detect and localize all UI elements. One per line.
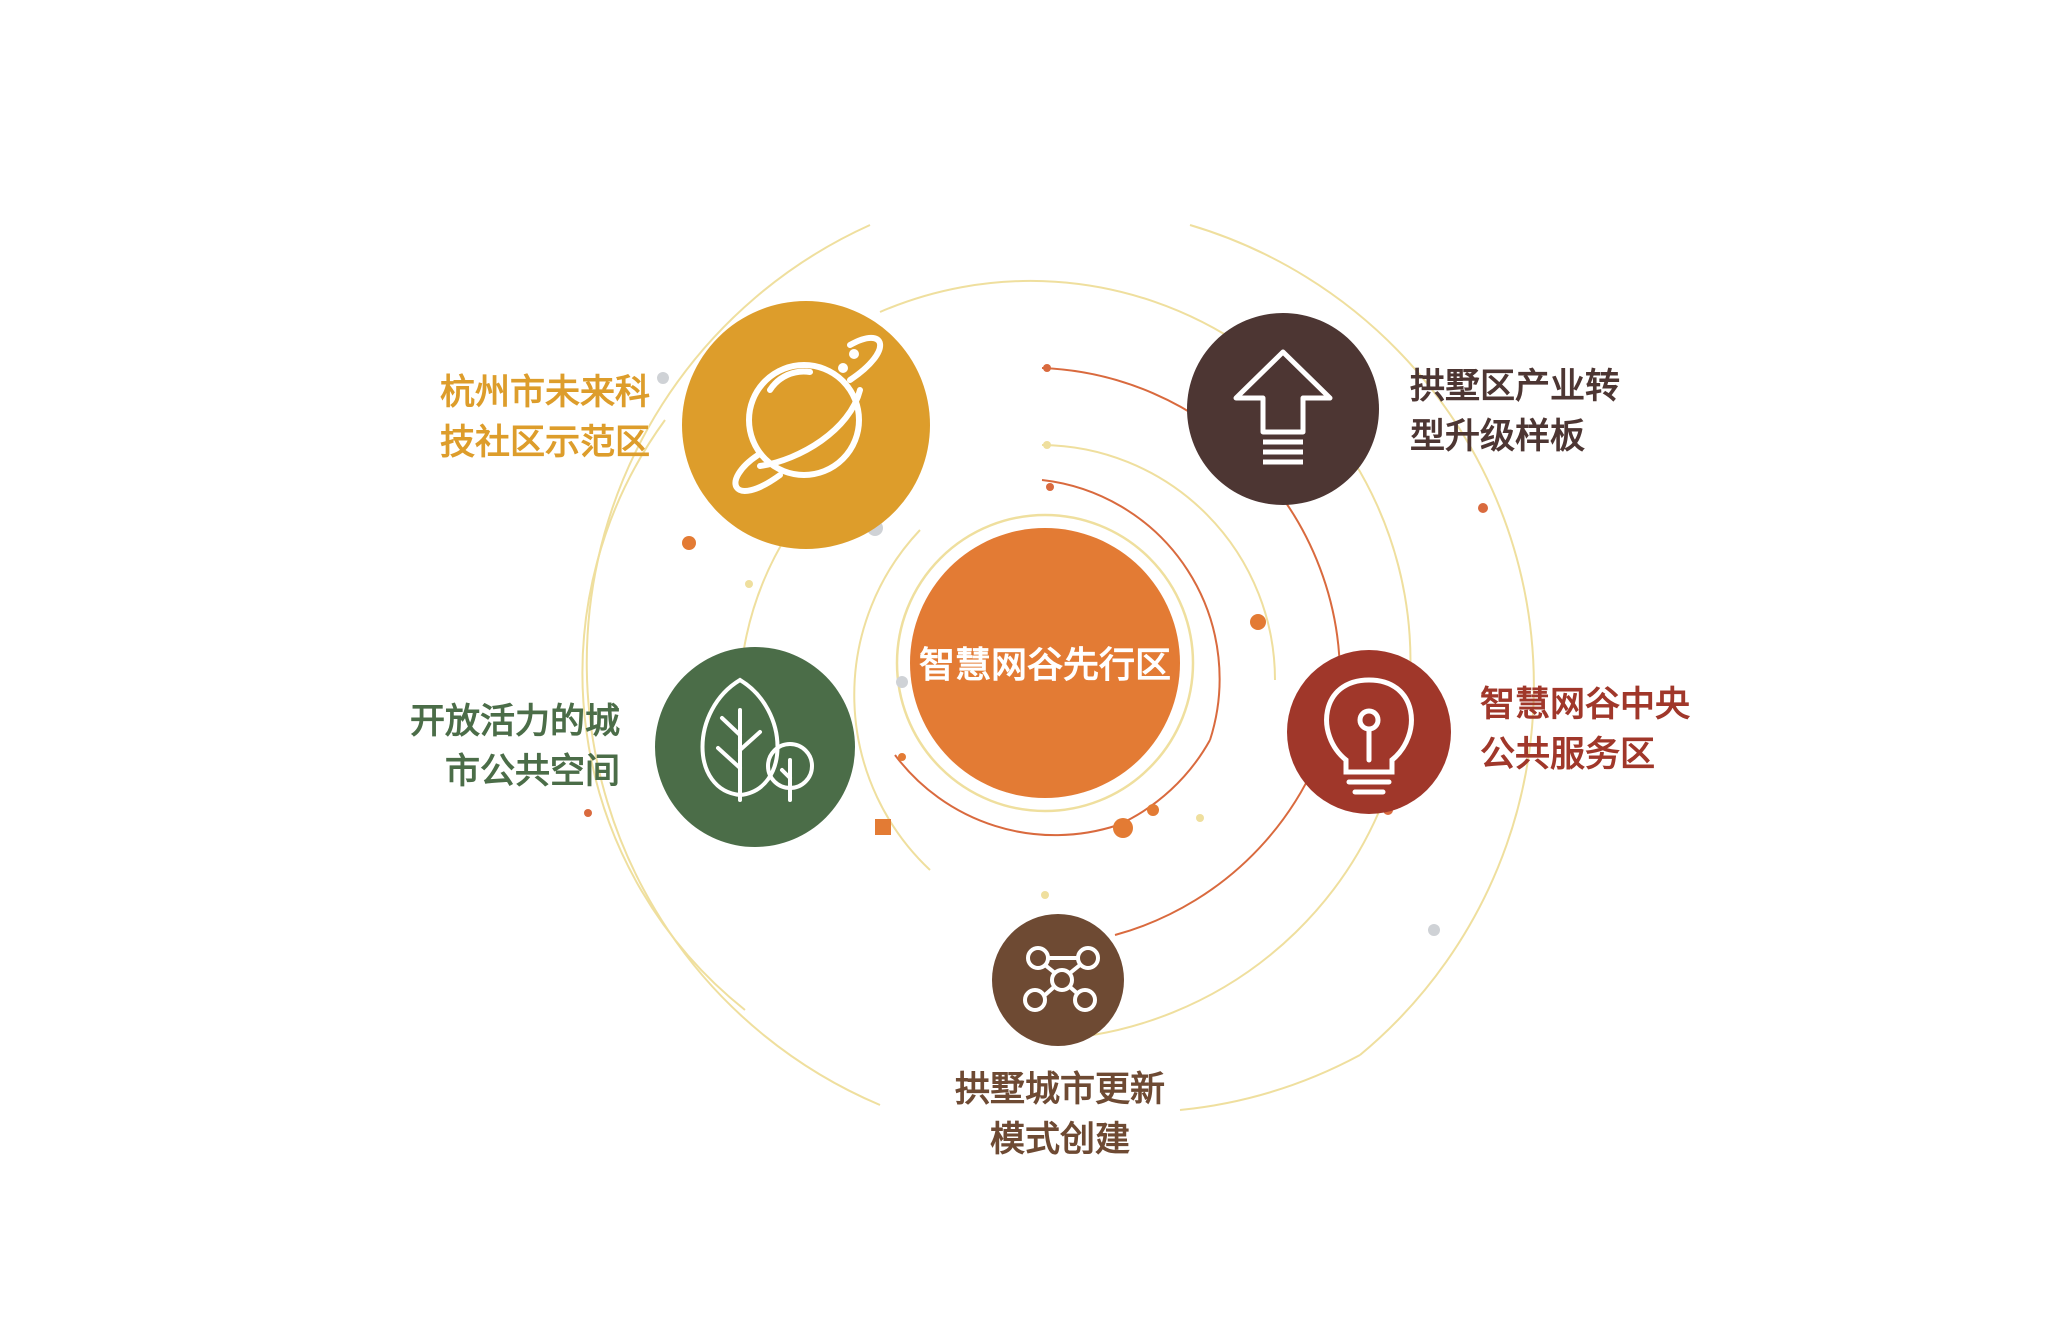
label-line: 技社区示范区 — [440, 423, 651, 463]
center-label: 智慧网谷先行区 — [919, 645, 1171, 686]
label-line: 智慧网谷中央 — [1480, 685, 1691, 725]
center-ring — [895, 513, 1195, 813]
label-line: 模式创建 — [989, 1120, 1130, 1160]
orbit-ring — [1189, 224, 1535, 1056]
orbit-dot — [898, 753, 906, 761]
center-node: 智慧网谷先行区 — [910, 528, 1180, 798]
label-line: 市公共空间 — [445, 752, 621, 792]
node-urban-renewal — [992, 914, 1124, 1046]
planet-icon — [732, 334, 883, 494]
node-industry — [1187, 313, 1379, 505]
orbit-dot — [682, 536, 696, 550]
node-circle — [682, 301, 930, 549]
orbit-ring — [894, 754, 1119, 837]
orbit-dot — [1043, 364, 1051, 372]
orbit-dot — [1428, 924, 1440, 936]
orbit-dot — [896, 676, 908, 688]
lightbulb-icon — [1324, 677, 1414, 795]
center-circle — [910, 528, 1180, 798]
node-circle — [1187, 313, 1379, 505]
orbit-ring — [853, 529, 931, 871]
orbit-ring — [1179, 1054, 1361, 1111]
orbit-dot — [657, 372, 669, 384]
orbit-dot — [1250, 614, 1266, 630]
orbit-ring — [1041, 479, 1221, 741]
trees-icon — [700, 677, 814, 802]
label-line: 公共服务区 — [1480, 735, 1656, 775]
orbit-ring — [585, 224, 881, 1106]
label-public-service: 智慧网谷中央 公共服务区 — [1480, 680, 1690, 780]
network-icon — [1023, 946, 1100, 1012]
orbit-dot — [745, 580, 753, 588]
orbit-dot — [1046, 483, 1054, 491]
orbit-dot — [1147, 804, 1159, 816]
orbit-ring — [1041, 444, 1276, 681]
orbit-dot — [1196, 814, 1204, 822]
orbit-dot — [584, 809, 592, 817]
label-line: 拱墅城市更新 — [954, 1070, 1165, 1110]
label-industry: 拱墅区产业转 型升级样板 — [1410, 362, 1620, 462]
label-line: 杭州市未来科 — [440, 373, 651, 413]
orbit-dot — [1478, 503, 1488, 513]
label-line: 开放活力的城 — [410, 702, 621, 742]
label-line: 拱墅区产业转 — [1410, 367, 1621, 407]
label-urban-renewal: 拱墅城市更新 模式创建 — [940, 1065, 1180, 1165]
label-future-tech: 杭州市未来科 技社区示范区 — [440, 368, 650, 468]
label-open-space: 开放活力的城 市公共空间 — [410, 697, 620, 797]
orbit-dot — [1113, 818, 1133, 838]
arrow-up-icon — [1233, 349, 1333, 465]
node-future-tech — [682, 301, 930, 549]
label-line: 型升级样板 — [1410, 417, 1586, 457]
orbit-ring — [581, 419, 746, 1011]
node-circle — [655, 647, 855, 847]
orbit-dot — [1043, 441, 1051, 449]
orbit-dot — [1041, 891, 1049, 899]
orbit-square — [875, 819, 891, 835]
node-public-service — [1287, 650, 1451, 814]
orbit-ring — [1117, 739, 1211, 826]
node-circle — [992, 914, 1124, 1046]
node-open-space — [655, 647, 855, 847]
